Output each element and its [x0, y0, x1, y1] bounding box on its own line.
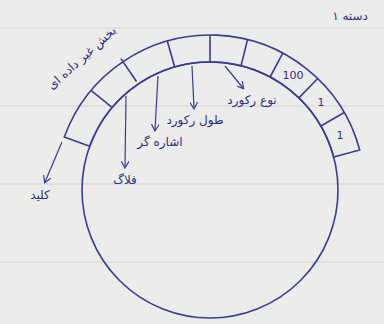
field-label: دسته ۱: [332, 9, 368, 23]
field-label: کلید: [30, 188, 50, 202]
field-label: بخش غیر داده ای: [45, 23, 120, 92]
band-cell: 1: [335, 128, 346, 143]
band-dividers: [91, 35, 344, 126]
field-label: نوع رکورد: [227, 93, 276, 107]
arc-band: [64, 35, 359, 157]
field-label: اشاره گر: [137, 135, 182, 149]
ruled-lines: [0, 28, 384, 262]
cell-value: 100: [283, 69, 304, 82]
ring-circle: [82, 62, 338, 318]
band-cell: 100: [281, 68, 306, 83]
cell-value: 1: [337, 129, 344, 142]
field-label: طول رکورد: [166, 113, 223, 127]
cell-value: 1: [318, 96, 325, 109]
field-label: فلاگ: [113, 173, 137, 187]
leader-lines: [45, 66, 243, 182]
band-cell: 1: [316, 95, 327, 110]
